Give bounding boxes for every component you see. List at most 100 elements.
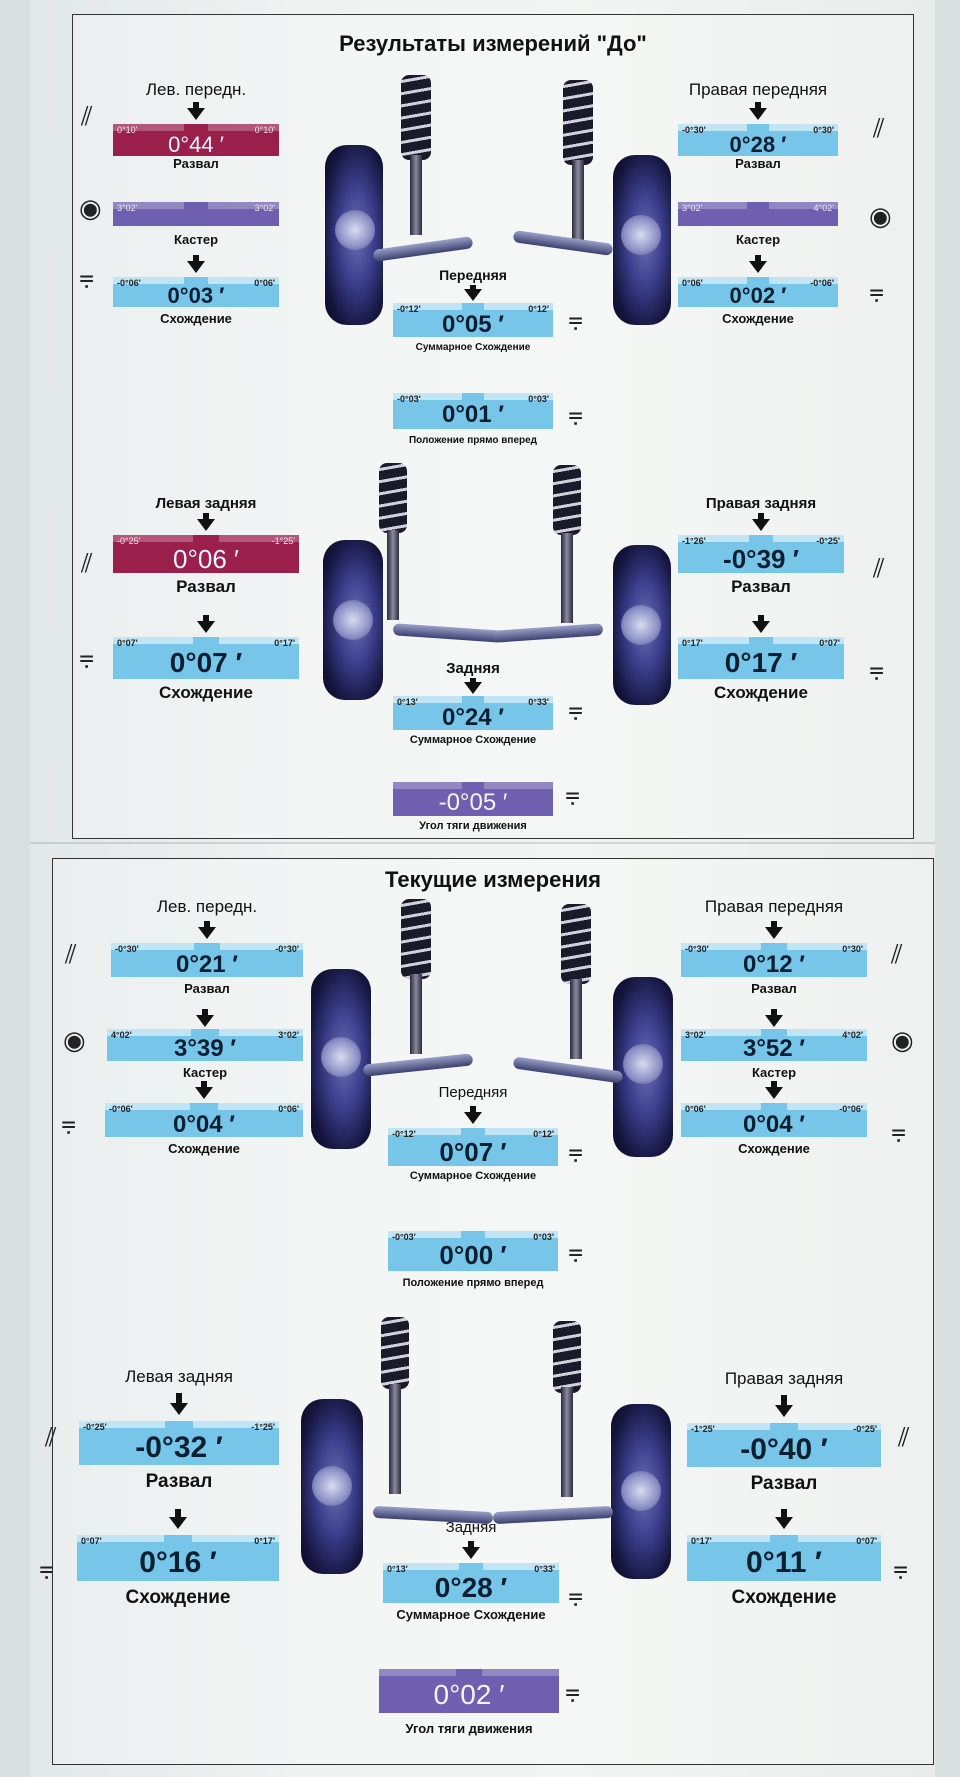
gauge-label: Развал bbox=[751, 981, 797, 996]
gauge-max: 0°10' bbox=[254, 125, 275, 135]
gauge-label: Развал bbox=[750, 1473, 818, 1494]
gauge-value: 0°00 ′ bbox=[439, 1240, 507, 1270]
gauge-bar: 0°06' -0°06' 0°04 ′ bbox=[681, 1103, 867, 1138]
gauge-label: Положение прямо вперед bbox=[402, 1277, 544, 1289]
wheel-hub bbox=[333, 600, 373, 640]
arrow-down-icon bbox=[462, 1547, 480, 1559]
gauge-bar: 3°02' 4°02' bbox=[678, 202, 838, 226]
gauge-max: 0°03' bbox=[528, 394, 549, 404]
gauge-max: 0°06' bbox=[254, 278, 275, 288]
current-rear-right-toe: 0°17' 0°07' 0°11 ′ Схождение bbox=[687, 1509, 882, 1619]
arrow-down-icon bbox=[464, 682, 482, 694]
gauge-bar: 0°17' 0°07' 0°17 ′ bbox=[678, 637, 844, 679]
gauge-bar: 0°10' 0°10' 0°44 ′ bbox=[113, 124, 279, 157]
wheel-hub bbox=[621, 1471, 661, 1511]
gauge-value: -0°05 ′ bbox=[438, 789, 508, 816]
gauge-max: -1°25' bbox=[271, 536, 295, 546]
gauge-bar: -0°25' -1°25' 0°06 ′ bbox=[113, 535, 299, 574]
thrust-diagram-icon: ⩦ bbox=[565, 1675, 581, 1705]
arrow-down-icon bbox=[752, 519, 770, 531]
before-front-right-caster: 3°02' 4°02' Кастер bbox=[678, 190, 838, 250]
gauge-bar: 0°07' 0°17' 0°16 ′ bbox=[77, 1535, 280, 1581]
toe-diagram-icon: ⩦ bbox=[891, 1115, 907, 1145]
toe-diagram-icon: ⩦ bbox=[61, 1107, 77, 1137]
gauge-min: -1°25' bbox=[691, 1424, 715, 1434]
arrow-down-icon bbox=[187, 108, 205, 120]
toe-diagram-icon: ⩦ bbox=[568, 303, 584, 333]
strut bbox=[387, 530, 399, 620]
gauge-min: -0°30' bbox=[115, 944, 139, 954]
gauge-max: 0°06' bbox=[278, 1104, 299, 1114]
gauge-bar: -0°30' 0°30' 0°28 ′ bbox=[678, 124, 838, 157]
before-front-left-toe: -0°06' 0°06' 0°03 ′ Схождение bbox=[113, 255, 279, 326]
gauge-min: 0°10' bbox=[117, 125, 138, 135]
wheel-hub bbox=[335, 210, 375, 250]
panel-title: Результаты измерений "До" bbox=[339, 31, 647, 56]
gauge-min: -0°25' bbox=[117, 536, 141, 546]
gauge-bar: 0°13' 0°33' 0°28 ′ bbox=[383, 1563, 559, 1603]
gauge-bar: 0°07' 0°17' 0°07 ′ bbox=[113, 637, 299, 679]
before-front-left-caster: 3°02' 3°02' Кастер bbox=[113, 190, 279, 250]
gauge-max: -0°25' bbox=[853, 1424, 877, 1434]
gauge-value: 0°01 ′ bbox=[441, 401, 505, 428]
gauge-value: 0°11 ′ bbox=[746, 1546, 822, 1579]
arrow-down-icon bbox=[775, 1517, 793, 1529]
gauge-max: 0°30' bbox=[842, 944, 863, 954]
wheel-hub bbox=[621, 605, 661, 645]
arrow-down-icon bbox=[749, 108, 767, 120]
wheel-label: Правая передняя bbox=[704, 897, 844, 916]
current-rear-total-toe: Задняя 0°13' 0°33' 0°28 ′ Суммарное Схож… bbox=[383, 1519, 559, 1629]
gauge-value: 0°07 ′ bbox=[439, 1137, 507, 1167]
gauge-bar: -0°30' -0°30' 0°21 ′ bbox=[111, 943, 303, 978]
gauge-bar: 3°02' 4°02' 3°52 ′ bbox=[681, 1029, 867, 1062]
gauge-value: 0°02 ′ bbox=[729, 283, 787, 308]
arrow-down-icon bbox=[752, 621, 770, 633]
arrow-down-icon bbox=[464, 289, 482, 301]
gauge-min: 0°06' bbox=[685, 1104, 706, 1114]
gauge-max: 4°02' bbox=[842, 1030, 863, 1040]
axle-label: Передняя bbox=[438, 1084, 508, 1101]
arrow-down-icon bbox=[749, 261, 767, 273]
gauge-value: 0°28 ′ bbox=[729, 132, 787, 157]
gauge-value: 0°04 ′ bbox=[742, 1111, 806, 1138]
current-front-right-camber: Правая передняя -0°30' 0°30' 0°12 ′ Разв… bbox=[681, 897, 867, 1017]
gauge-label: Схождение bbox=[738, 1141, 810, 1156]
current-front-left-caster: 4°02' 3°02' 3°39 ′ Кастер bbox=[107, 1009, 303, 1081]
gauge-value: 0°12 ′ bbox=[742, 951, 806, 978]
gauge-max: 0°33' bbox=[528, 697, 549, 707]
strut-spring bbox=[401, 75, 431, 160]
wheel-hub bbox=[321, 1037, 361, 1077]
gauge-label: Схождение bbox=[159, 683, 253, 702]
arrow-down-icon bbox=[197, 621, 215, 633]
arrow-down-icon bbox=[775, 1405, 793, 1417]
gauge-label: Кастер bbox=[182, 1065, 228, 1080]
wheel-label: Лев. передн. bbox=[156, 897, 258, 916]
gauge-value: 0°28 ′ bbox=[434, 1572, 508, 1603]
strut bbox=[570, 979, 582, 1059]
gauge-value: 0°21 ′ bbox=[175, 951, 239, 978]
gauge-max: 0°07' bbox=[819, 638, 840, 648]
gauge-value: 3°52 ′ bbox=[742, 1035, 806, 1062]
gauge-label: Суммарное Схождение bbox=[409, 734, 537, 746]
gauge-label: Схождение bbox=[160, 311, 232, 326]
wheel-hub bbox=[623, 1044, 663, 1084]
before-rear-right-toe: 0°17' 0°07' 0°17 ′ Схождение bbox=[678, 615, 844, 715]
gauge-label: Угол тяги движения bbox=[405, 1721, 533, 1736]
gauge-label: Суммарное Схождение bbox=[415, 342, 531, 353]
arrow-down-icon bbox=[169, 1517, 187, 1529]
gauge-min: 3°02' bbox=[685, 1030, 706, 1040]
before-thrust-angle: -0°05 ′ Угол тяги движения bbox=[393, 770, 553, 835]
gauge-min: 0°07' bbox=[81, 1536, 102, 1546]
gauge-min: -0°03' bbox=[392, 1232, 416, 1242]
wheel-label: Левая задняя bbox=[155, 495, 257, 512]
gauge-bar: -0°12' 0°12' 0°07 ′ bbox=[388, 1128, 558, 1167]
toe-diagram-icon: ⩦ bbox=[79, 261, 95, 291]
toe-diagram-icon: ⩦ bbox=[568, 1135, 584, 1165]
strut-spring bbox=[381, 1317, 409, 1389]
steering-diagram-icon: ⩦ bbox=[568, 398, 584, 428]
gauge-value: 0°03 ′ bbox=[167, 283, 225, 308]
gauge-max: 0°30' bbox=[813, 125, 834, 135]
current-front-total-toe: Передняя -0°12' 0°12' 0°07 ′ Суммарное С… bbox=[388, 1084, 558, 1194]
arrow-down-icon bbox=[197, 519, 215, 531]
before-rear-total-toe: Задняя 0°13' 0°33' 0°24 ′ Суммарное Схож… bbox=[393, 640, 553, 750]
